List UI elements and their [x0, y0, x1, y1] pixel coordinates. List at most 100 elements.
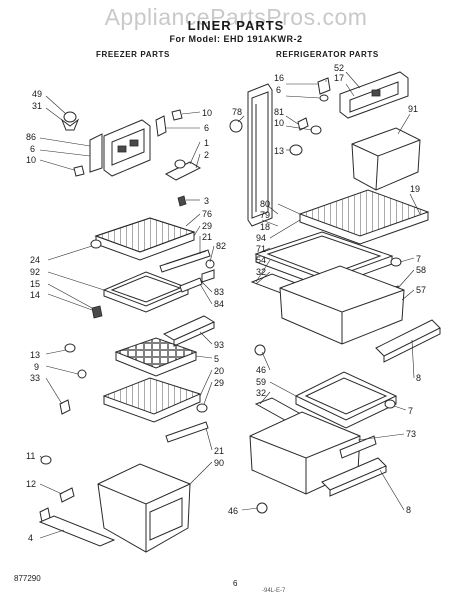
freezer-leader-lines — [39, 95, 215, 539]
refrigerator-section-label: REFRIGERATOR PARTS — [276, 50, 379, 59]
callout: 80 — [260, 199, 270, 209]
freezer-section-label: FREEZER PARTS — [96, 50, 170, 59]
callout: 32 — [256, 267, 266, 277]
callout: 94 — [256, 233, 266, 243]
callout: 82 — [216, 241, 226, 251]
refrigerator-callouts: 52 16 6 17 78 81 10 13 91 19 80 79 18 94… — [228, 63, 426, 516]
callout: 76 — [202, 209, 212, 219]
freezer-pan-tray — [102, 271, 190, 313]
callout: 29 — [202, 221, 212, 231]
freezer-parts-group — [38, 95, 216, 553]
callout: 46 — [256, 365, 266, 375]
callout: 59 — [256, 377, 266, 387]
callout: 5 — [214, 354, 219, 364]
callout: 21 — [202, 232, 212, 242]
freezer-callouts: 49 31 86 6 10 10 6 1 2 3 76 29 21 24 92 … — [26, 89, 226, 543]
door-hinge-hardware — [39, 455, 75, 523]
meat-keeper-cover-part — [294, 371, 398, 429]
callout: 24 — [30, 255, 40, 265]
callout: 83 — [214, 287, 224, 297]
bushing-part — [64, 343, 76, 353]
roller-part — [384, 399, 396, 409]
callout: 6 — [204, 123, 209, 133]
diagram-title: LINER PARTS — [187, 18, 285, 33]
freezer-control-housing-part — [103, 119, 151, 177]
clip-part — [59, 369, 87, 415]
freezer-wire-shelf-upper — [94, 217, 196, 261]
callout: 16 — [274, 73, 284, 83]
freezer-wire-shelf-lower — [102, 377, 202, 423]
callout: 49 — [32, 89, 42, 99]
callout: 84 — [214, 299, 224, 309]
callout: 6 — [30, 144, 35, 154]
shelf-stud-part — [91, 305, 103, 319]
callout: 79 — [260, 210, 270, 220]
cam-part — [317, 77, 331, 102]
shelf-support-part — [196, 403, 208, 413]
drawer-front-part — [375, 319, 441, 363]
callout: 6 — [276, 85, 281, 95]
callout: 31 — [32, 101, 42, 111]
callout: 15 — [30, 279, 40, 289]
rail-clip-part — [179, 259, 215, 293]
light-socket-part — [60, 111, 80, 131]
air-duct-part — [247, 83, 273, 227]
callout: 33 — [30, 373, 40, 383]
meat-keeper-pan-part — [249, 411, 377, 495]
callout: 12 — [26, 479, 36, 489]
callout: 8 — [406, 505, 411, 515]
page-number: 6 — [233, 579, 238, 588]
callout: 19 — [410, 184, 420, 194]
callout: 3 — [204, 196, 209, 206]
refrigerator-wire-shelf-upper — [298, 189, 430, 245]
callout: 7 — [416, 254, 421, 264]
callout: 2 — [204, 150, 209, 160]
refrigerator-leader-lines — [237, 71, 421, 511]
callout: 78 — [232, 107, 242, 117]
callout: 57 — [416, 285, 426, 295]
shelf-divider-part — [162, 315, 216, 347]
callout: 71 — [256, 244, 266, 254]
callout: 86 — [26, 132, 36, 142]
callout: 13 — [30, 350, 40, 360]
callout: 10 — [202, 108, 212, 118]
cam-part — [256, 502, 268, 514]
shelf-rail-part — [165, 421, 209, 443]
callout: 21 — [214, 446, 224, 456]
bin-slide-rail-part — [38, 515, 116, 547]
callout: 10 — [274, 118, 284, 128]
callout: 73 — [406, 429, 416, 439]
document-id: 877290 — [14, 574, 41, 583]
damper-part — [164, 159, 202, 181]
callout: 10 — [26, 155, 36, 165]
callout: 9 — [34, 362, 39, 372]
cam-part — [254, 344, 266, 356]
callout: 93 — [214, 340, 224, 350]
callout: 8 — [416, 373, 421, 383]
lamp-part — [229, 119, 243, 133]
callout: 46 — [228, 506, 238, 516]
callout: 1 — [204, 138, 209, 148]
refrigerator-parts-group — [229, 71, 441, 514]
freezer-bin-part — [97, 463, 191, 553]
callout: 20 — [214, 366, 224, 376]
watermark: AppliancePartsPros.com — [104, 4, 368, 30]
model-line: For Model: EHD 191AKWR-2 — [169, 34, 303, 44]
callout: 14 — [30, 290, 40, 300]
callout: 18 — [260, 222, 270, 232]
screw-part — [297, 117, 322, 135]
callout: 29 — [214, 378, 224, 388]
crisper-drawer-part — [279, 265, 405, 345]
roller-part — [390, 257, 402, 267]
shelf-support-part — [90, 239, 102, 249]
callout: 54 — [256, 255, 266, 265]
light-shield-part — [89, 133, 103, 173]
callout: 90 — [214, 458, 224, 468]
callout: 11 — [26, 451, 35, 461]
revision-mark: -94L-E-7 — [262, 588, 286, 594]
callout: 81 — [274, 107, 284, 117]
callout: 32 — [256, 388, 266, 398]
mount-screw-part — [177, 195, 187, 207]
